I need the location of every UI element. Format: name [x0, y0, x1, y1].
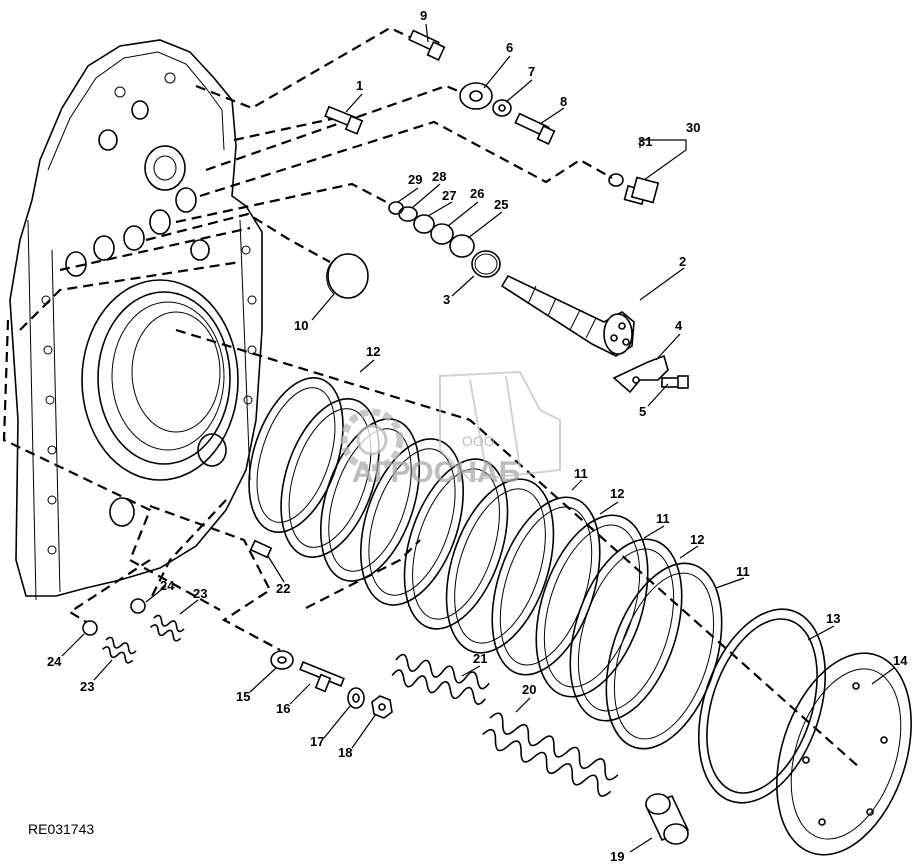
- callout-28: 28: [432, 169, 446, 184]
- callout-3: 3: [443, 292, 450, 307]
- callout-9: 9: [420, 8, 427, 23]
- o-ring-31: [608, 173, 624, 187]
- callout-24: 24: [160, 578, 175, 593]
- alignment-lines: [2, 26, 861, 769]
- housing-valve-bores: [65, 100, 210, 277]
- callout-4: 4: [675, 318, 683, 333]
- callout-18: 18: [338, 745, 352, 760]
- clutch-plate-12: [403, 458, 509, 630]
- callout-11: 11: [574, 466, 588, 481]
- callout-24: 24: [47, 654, 62, 669]
- valve-spool-2: [500, 274, 635, 357]
- callout-6: 6: [506, 40, 513, 55]
- bracket-4: [612, 354, 669, 394]
- o-ring-3: [471, 250, 501, 278]
- callout-25: 25: [494, 197, 508, 212]
- callout-31: 31: [638, 134, 652, 149]
- clutch-disc-11: [445, 478, 555, 654]
- pressure-plate-13: [697, 608, 827, 804]
- watermark-brand: АГРОСНАБ: [352, 456, 520, 489]
- callout-26: 26: [470, 186, 484, 201]
- spring-21: [391, 653, 490, 705]
- clutch-disc-11: [280, 398, 380, 558]
- callout-7: 7: [528, 64, 535, 79]
- callout-15: 15: [236, 689, 250, 704]
- plug-10: [326, 253, 369, 299]
- washer-15: [270, 650, 294, 670]
- callout-10: 10: [294, 318, 308, 333]
- callout-23: 23: [80, 679, 94, 694]
- clutch-plate-12: [569, 538, 683, 722]
- callout-22: 22: [276, 581, 290, 596]
- clutch-disc-stack: [248, 377, 723, 750]
- dowel-pin-22: [249, 539, 273, 559]
- callout-23: 23: [193, 586, 207, 601]
- clutch-disc-11: [535, 514, 649, 698]
- o-ring-26: [430, 223, 454, 245]
- clutch-plate-12: [248, 377, 344, 533]
- watermark-prefix: ООО: [462, 433, 495, 449]
- callout-11: 11: [656, 511, 670, 526]
- housing-bolt-holes: [41, 72, 257, 555]
- callout-leaders: [61, 23, 895, 853]
- cap-screw-1: [324, 105, 364, 135]
- spring-23-lower: [102, 636, 137, 664]
- callout-2: 2: [679, 254, 686, 269]
- callout-11: 11: [736, 564, 750, 579]
- stud-16: [299, 661, 345, 693]
- callout-29: 29: [408, 172, 422, 187]
- o-ring-28: [398, 206, 418, 222]
- watermark-logo: ООО АГРОСНАБ: [340, 370, 561, 489]
- bushing-19: [644, 793, 690, 845]
- o-ring-27: [413, 214, 435, 234]
- end-cover-14: [776, 652, 912, 856]
- washer-17: [347, 687, 365, 709]
- callout-19: 19: [610, 849, 624, 864]
- clutch-disc-11: [605, 562, 723, 750]
- housing-clutch-bore: [81, 279, 239, 481]
- callout-27: 27: [442, 188, 456, 203]
- plug-30: [623, 176, 660, 206]
- nut-18: [371, 695, 393, 719]
- callout-12: 12: [690, 532, 704, 547]
- callout-20: 20: [522, 682, 536, 697]
- cap-screw-9: [408, 29, 446, 61]
- spring-20: [482, 712, 619, 797]
- callout-1: 1: [356, 78, 363, 93]
- washer-7: [492, 99, 512, 117]
- callout-16: 16: [276, 701, 290, 716]
- spring-23-upper: [150, 614, 185, 642]
- callout-12: 12: [366, 344, 380, 359]
- callout-17: 17: [310, 734, 324, 749]
- cap-screw-5: [661, 375, 689, 389]
- callout-14: 14: [893, 653, 908, 668]
- callout-13: 13: [826, 611, 840, 626]
- transmission-housing: [9, 39, 263, 601]
- ball-24-upper: [130, 598, 146, 614]
- callout-30: 30: [686, 120, 700, 135]
- o-ring-25: [449, 234, 475, 258]
- cap-screw-8: [514, 112, 556, 145]
- callout-12: 12: [610, 486, 624, 501]
- clutch-disc-11: [360, 438, 464, 606]
- callout-21: 21: [473, 651, 487, 666]
- ball-24-lower: [82, 620, 98, 636]
- callout-5: 5: [639, 404, 646, 419]
- washer-6: [459, 82, 493, 110]
- figure-reference-code: RE031743: [28, 821, 94, 837]
- o-ring-29: [388, 201, 404, 215]
- callout-8: 8: [560, 94, 567, 109]
